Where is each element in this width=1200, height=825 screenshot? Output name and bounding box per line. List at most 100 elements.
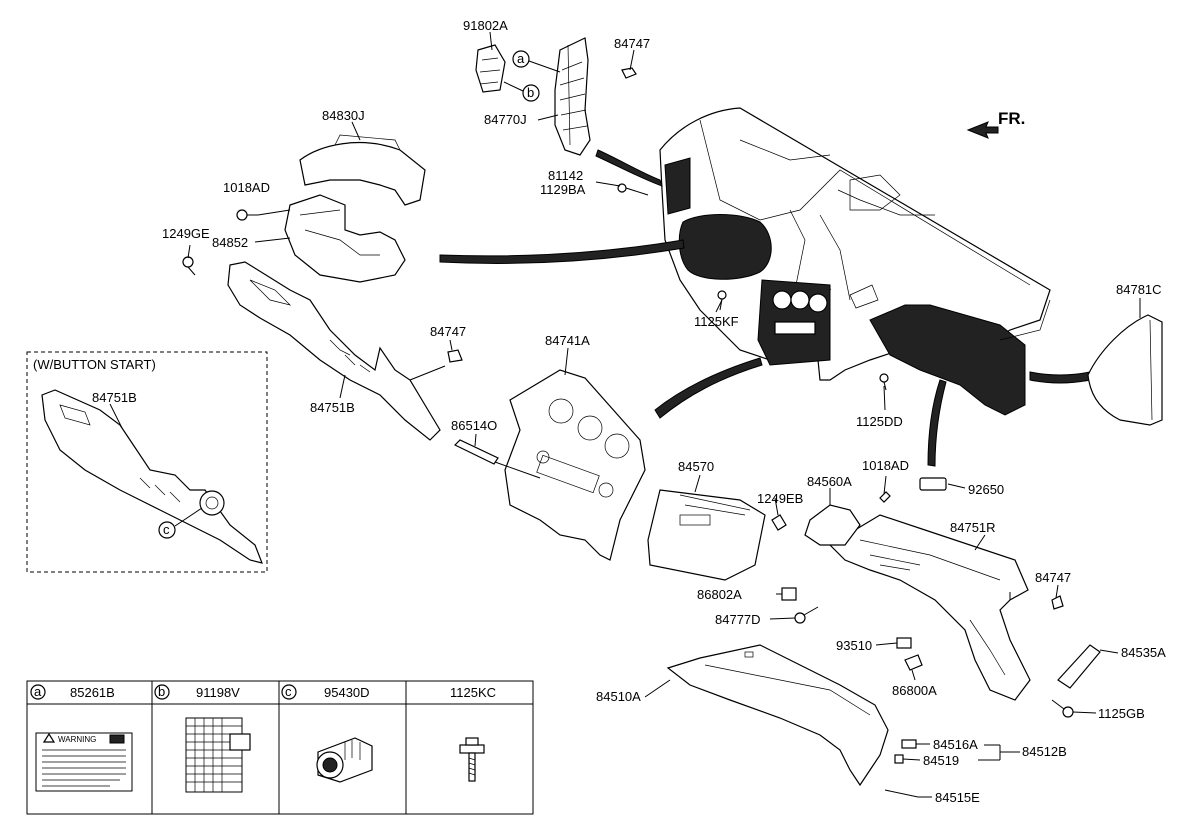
leader-lines	[109, 31, 1141, 798]
front-arrow-icon	[966, 121, 999, 139]
label-1249GE: 1249GE	[162, 226, 210, 241]
label-84747: 84747	[614, 36, 650, 51]
label-84519: 84519	[923, 753, 959, 768]
fuse-label-icon	[185, 717, 251, 793]
label-91802A: 91802A	[463, 18, 508, 33]
part-84515E	[884, 789, 919, 798]
part-84777D	[794, 606, 819, 624]
legend-letter-a: a	[34, 684, 42, 699]
legend-col-4: 1125KC	[450, 685, 496, 782]
label-84777D: 84777D	[715, 612, 761, 627]
legend-col-c: c 95430D	[281, 684, 373, 783]
part-84751R	[829, 514, 1031, 701]
callout-b: b	[503, 81, 540, 102]
label-84535A: 84535A	[1121, 645, 1166, 660]
part-84852	[284, 194, 406, 283]
legend-table: a 85261B WARNING b 91198V	[26, 680, 534, 815]
label-1125DD: 1125DD	[856, 414, 903, 429]
label-1018AD: 1018AD	[862, 458, 909, 473]
label-1125KF: 1125KF	[694, 314, 739, 329]
part-1249EB	[771, 514, 787, 531]
assembly-leader-swooshes	[439, 149, 1091, 467]
label-93510: 93510	[836, 638, 872, 653]
svg-text:a: a	[517, 51, 525, 66]
inset-title: (W/BUTTON START)	[33, 357, 156, 372]
legend-part-1125KC: 1125KC	[450, 685, 496, 700]
part-84751B-main	[227, 261, 441, 441]
svg-text:c: c	[163, 522, 170, 537]
part-84741A	[504, 369, 646, 561]
warning-triangle-icon	[42, 732, 56, 743]
part-labels: 91802A 84747 84770J 84830J 1018AD 1249GE…	[92, 18, 1166, 805]
legend-part-91198V: 91198V	[196, 685, 240, 700]
label-84751R: 84751R	[950, 520, 996, 535]
part-84560A	[804, 504, 861, 546]
inset-button-start: (W/BUTTON START)	[26, 351, 268, 573]
part-91802A	[475, 44, 506, 93]
part-84516A	[901, 739, 917, 749]
part-1249GE	[182, 256, 196, 276]
part-84570	[647, 489, 766, 581]
label-1125GB: 1125GB	[1098, 706, 1145, 721]
front-label: FR.	[998, 109, 1025, 128]
label-84515E: 84515E	[935, 790, 980, 805]
label-84751B: 84751B	[92, 390, 137, 405]
part-84535A	[1057, 644, 1101, 689]
part-93510	[896, 637, 912, 649]
legend-frame	[26, 680, 534, 815]
legend-letter-c: c	[285, 684, 292, 699]
label-84741A: 84741A	[545, 333, 590, 348]
svg-text:b: b	[527, 85, 534, 100]
legend-part-85261B: 85261B	[70, 685, 115, 700]
legend-col-b: b 91198V	[154, 684, 251, 793]
inset-frame	[26, 351, 268, 573]
label-84830J: 84830J	[322, 108, 365, 123]
part-84830J	[299, 134, 426, 206]
legend-col-a: a 85261B WARNING	[30, 684, 133, 792]
label-86800A: 86800A	[892, 683, 937, 698]
label-84781C: 84781C	[1116, 282, 1162, 297]
label-1249EB: 1249EB	[757, 491, 803, 506]
label-86514O: 86514O	[451, 418, 497, 433]
label-84852: 84852	[212, 235, 248, 250]
label-84510A: 84510A	[596, 689, 641, 704]
part-84519	[894, 754, 904, 764]
part-86514O	[453, 439, 499, 465]
part-84781C	[1087, 314, 1163, 426]
callout-c: c	[158, 507, 203, 539]
legend-part-95430D: 95430D	[324, 685, 370, 700]
legend-letter-b: b	[158, 684, 165, 699]
label-84747: 84747	[1035, 570, 1071, 585]
label-1018AD: 1018AD	[223, 180, 270, 195]
part-92650	[919, 477, 947, 491]
label-84512B: 84512B	[1022, 744, 1067, 759]
part-1125DD-fastener	[879, 373, 889, 391]
part-1125GB	[1051, 699, 1074, 718]
part-86802A	[781, 587, 797, 601]
warning-label-icon	[35, 732, 133, 792]
label-86802A: 86802A	[697, 587, 742, 602]
label-84751B: 84751B	[310, 400, 355, 415]
part-1018AD-left	[236, 209, 258, 221]
label-84747: 84747	[430, 324, 466, 339]
label-92650: 92650	[968, 482, 1004, 497]
part-84510A	[666, 644, 889, 787]
front-direction-indicator: FR.	[966, 109, 1025, 139]
part-86800A	[904, 654, 923, 671]
part-84747-right	[1051, 595, 1064, 610]
label-84570: 84570	[678, 459, 714, 474]
label-84560A: 84560A	[807, 474, 852, 489]
dashboard-assembly	[659, 107, 1051, 416]
part-84747-mid	[447, 349, 463, 363]
label-1129BA: 1129BA	[540, 182, 586, 197]
label-84516A: 84516A	[933, 737, 978, 752]
warning-label-text: WARNING	[58, 735, 96, 744]
bolt-icon	[459, 737, 485, 782]
start-button-hole-icon	[199, 490, 225, 516]
part-1018AD-right	[879, 491, 891, 503]
callout-a: a	[512, 50, 561, 73]
start-button-icon	[316, 737, 373, 783]
label-81142: 81142	[548, 168, 583, 183]
